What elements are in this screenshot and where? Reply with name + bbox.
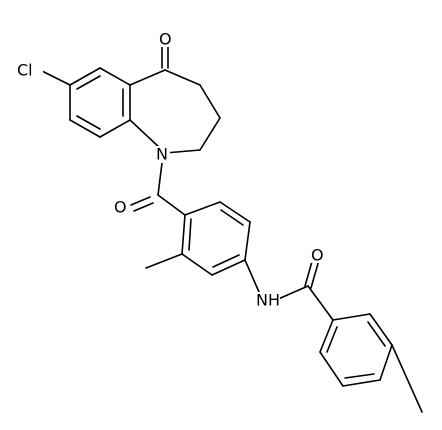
atom-cl-label: Cl bbox=[17, 61, 33, 80]
atom-nh: NH bbox=[256, 291, 280, 310]
atom-nh-label: NH bbox=[256, 291, 280, 310]
atom-amide2-o: O bbox=[311, 246, 325, 265]
atom-ring-n: N bbox=[156, 145, 170, 164]
atom-ring-n-label: N bbox=[156, 145, 168, 164]
atom-ketone-o-label: O bbox=[159, 30, 172, 49]
atom-amide1-o: O bbox=[114, 198, 128, 217]
atom-amide1-o-label: O bbox=[114, 198, 127, 217]
bond-lines bbox=[39, 43, 423, 413]
atom-amide2-o-label: O bbox=[311, 246, 324, 265]
atom-ketone-o: O bbox=[158, 30, 172, 49]
atom-cl: Cl bbox=[17, 61, 43, 80]
